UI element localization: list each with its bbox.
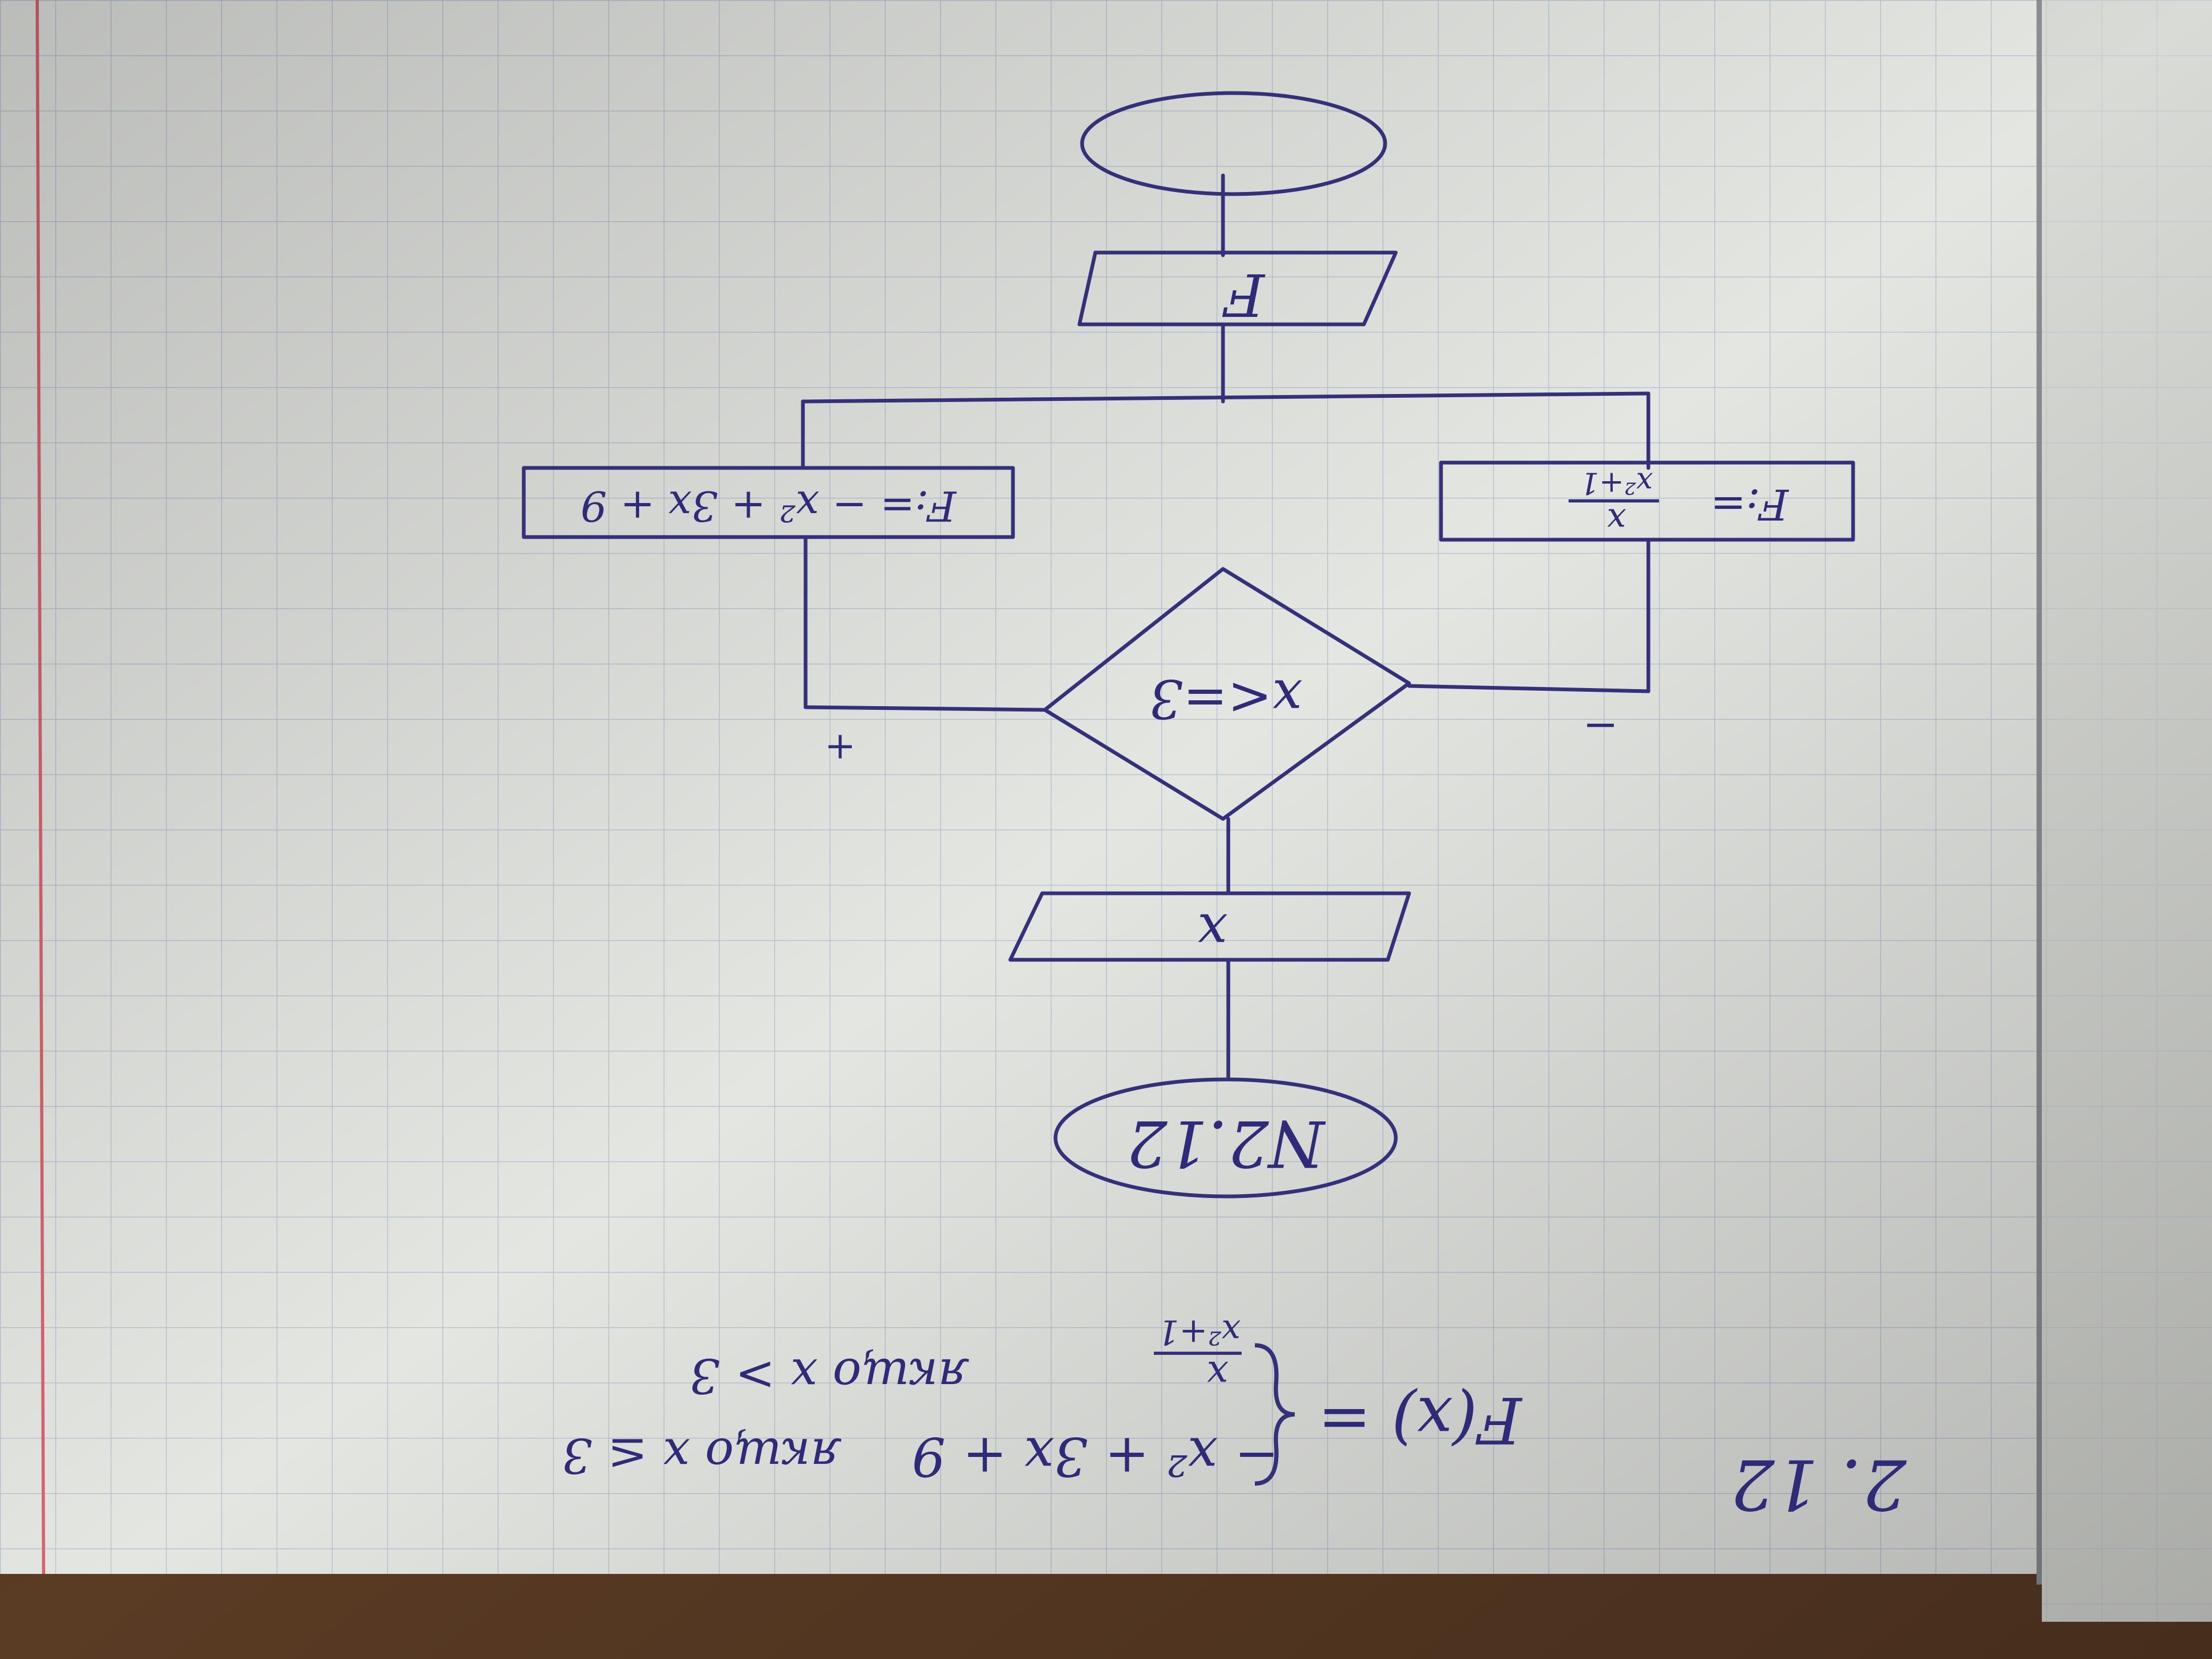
input-block [1008,891,1411,962]
branch-plus-label: + [825,726,856,769]
process-block-left [522,466,1015,539]
formula-group: F(x) = − x² + 3x + 9 x x²+1 якщо x ≤ 3 я… [562,1312,1523,1488]
start-label-group: N2.12 [1127,1106,1326,1180]
condition-label: x<=3 [1149,667,1302,730]
start-label: N2.12 [1127,1106,1326,1180]
end-terminator [1080,91,1387,196]
decision-block [1043,567,1411,821]
branch-minus-label: − [1582,702,1618,751]
process-right-prefix: F:= [1711,480,1790,529]
formula-brace [1254,1343,1295,1486]
input-label: x [1197,901,1227,963]
process-right-numerator: x [1607,501,1626,540]
formula-case2-numerator: x [1206,1353,1228,1397]
formula-lhs: F(x) = [1318,1382,1522,1456]
formula-case1-cond: якщо x ≤ 3 [562,1428,842,1484]
output-block [1077,250,1398,326]
start-terminator [1053,1077,1398,1199]
merge-line [801,391,1650,404]
process-right-denominator: x²+1 [1580,466,1653,500]
connector-right-to-decision [1407,684,1650,693]
formula-case2-denominator: x²+1 [1158,1312,1241,1352]
task-number: 2. 12 [1731,1444,1907,1525]
flowchart [522,91,1855,1199]
output-label: F [1222,261,1266,329]
formula-case1-expr: − x² + 3x + 9 [912,1425,1279,1487]
connector-left-to-decision [803,705,1047,712]
process-left-label: F:= − x² + 3x + 9 [581,482,957,530]
formula-case2-cond: якщо x > 3 [690,1348,970,1404]
